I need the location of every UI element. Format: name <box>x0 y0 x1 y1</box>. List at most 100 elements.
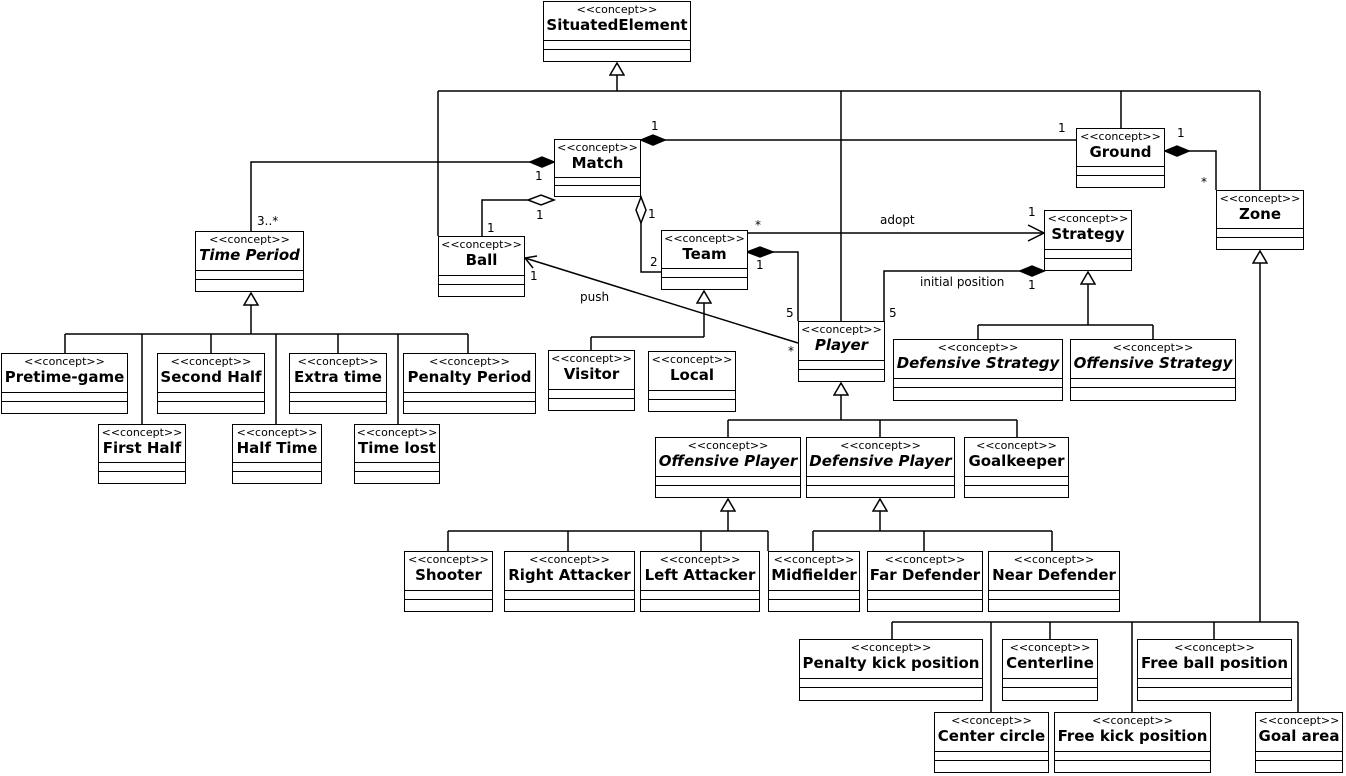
class-midfielder[interactable]: <<concept>> Midfielder <box>768 551 860 612</box>
class-goal-area[interactable]: <<concept>> Goal area <box>1255 712 1343 773</box>
class-stereotype: <<concept>> <box>1174 641 1255 654</box>
class-name: Free kick position <box>1057 727 1208 745</box>
class-zone[interactable]: <<concept>> Zone <box>1216 190 1304 250</box>
class-name: Right Attacker <box>508 566 631 584</box>
class-name: Shooter <box>415 566 482 584</box>
class-stereotype: <<concept>> <box>850 641 932 654</box>
class-name: Defensive Strategy <box>896 354 1060 372</box>
class-strategy[interactable]: <<concept>> Strategy <box>1044 210 1132 271</box>
class-name: Pretime-game <box>4 368 125 386</box>
class-stereotype: <<concept>> <box>1013 553 1095 566</box>
class-situated-element[interactable]: <<concept>> SituatedElement <box>543 1 691 62</box>
class-name: Penalty kick position <box>802 654 980 672</box>
class-stereotype: <<concept>> <box>687 439 769 452</box>
class-stereotype: <<concept>> <box>529 553 610 566</box>
class-stereotype: <<concept>> <box>576 3 658 16</box>
class-far-defender[interactable]: <<concept>> Far Defender <box>867 551 983 612</box>
class-ground[interactable]: <<concept>> Ground <box>1076 128 1165 188</box>
class-name: Left Attacker <box>644 566 756 584</box>
generalization-player <box>727 383 1018 437</box>
class-center-circle[interactable]: <<concept>> Center circle <box>934 712 1049 773</box>
composition-diamond-strategy-player <box>1018 265 1046 277</box>
class-local[interactable]: <<concept>> Local <box>648 351 736 412</box>
label-push: push <box>580 290 610 304</box>
class-shooter[interactable]: <<concept>> Shooter <box>404 551 493 612</box>
class-defensive-strategy[interactable]: <<concept>> Defensive Strategy <box>893 339 1063 401</box>
class-free-ball-position[interactable]: <<concept>> Free ball position <box>1137 639 1292 701</box>
multiplicity-match-team-team-end: 2 <box>650 255 658 269</box>
class-time-lost[interactable]: <<concept>> Time lost <box>354 424 440 484</box>
class-first-half[interactable]: <<concept>> First Half <box>98 424 186 484</box>
class-stereotype: <<concept>> <box>664 232 745 245</box>
class-goalkeeper[interactable]: <<concept>> Goalkeeper <box>964 437 1069 498</box>
composition-diamond-match-ground <box>639 134 667 146</box>
class-stereotype: <<concept>> <box>297 355 379 368</box>
class-half-time[interactable]: <<concept>> Half Time <box>232 424 322 484</box>
class-offensive-player[interactable]: <<concept>> Offensive Player <box>655 437 801 498</box>
multiplicity-match-timeperiod-match-end: 1 <box>535 169 543 183</box>
class-stereotype: <<concept>> <box>24 355 105 368</box>
multiplicity-ball-player-ball-end: 1 <box>530 269 538 283</box>
class-name: Defensive Player <box>809 452 952 470</box>
multiplicity-match-ball-ball-end: 1 <box>487 221 495 235</box>
class-stereotype: <<concept>> <box>408 553 489 566</box>
class-stereotype: <<concept>> <box>441 238 522 251</box>
class-stereotype: <<concept>> <box>1092 714 1173 727</box>
class-stereotype: <<concept>> <box>1112 341 1194 354</box>
composition-diamond-team-player <box>744 246 776 258</box>
class-stereotype: <<concept>> <box>840 439 921 452</box>
class-name: Player <box>814 336 869 354</box>
generalization-situated-element <box>437 63 1261 321</box>
class-extra-time[interactable]: <<concept>> Extra time <box>289 353 387 414</box>
association-match-time-period <box>250 161 554 231</box>
class-penalty-kick-position[interactable]: <<concept>> Penalty kick position <box>799 639 983 701</box>
class-ball[interactable]: <<concept>> Ball <box>438 236 525 297</box>
class-left-attacker[interactable]: <<concept>> Left Attacker <box>640 551 760 612</box>
class-stereotype: <<concept>> <box>429 355 510 368</box>
class-name: Goal area <box>1258 727 1340 745</box>
class-name: Penalty Period <box>407 368 532 386</box>
class-stereotype: <<concept>> <box>557 141 638 154</box>
class-stereotype: <<concept>> <box>976 439 1057 452</box>
class-stereotype: <<concept>> <box>209 233 290 246</box>
class-pretime-game[interactable]: <<concept>> Pretime-game <box>1 353 128 414</box>
class-stereotype: <<concept>> <box>1009 641 1091 654</box>
generalization-strategy <box>977 272 1154 339</box>
class-player[interactable]: <<concept>> Player <box>798 321 885 382</box>
class-stereotype: <<concept>> <box>551 352 632 365</box>
class-free-kick-position[interactable]: <<concept>> Free kick position <box>1054 712 1211 773</box>
class-centerline[interactable]: <<concept>> Centerline <box>1002 639 1098 701</box>
class-match[interactable]: <<concept>> Match <box>554 139 641 197</box>
multiplicity-ball-player-player-end: * <box>788 344 794 358</box>
class-name: Near Defender <box>992 566 1116 584</box>
class-name: Center circle <box>937 727 1046 745</box>
class-stereotype: <<concept>> <box>651 353 733 366</box>
class-name: SituatedElement <box>546 16 688 34</box>
class-stereotype: <<concept>> <box>1219 192 1301 205</box>
composition-diamond-match-time-period <box>528 156 556 168</box>
class-name: Goalkeeper <box>968 452 1065 470</box>
class-second-half[interactable]: <<concept>> Second Half <box>157 353 265 414</box>
class-near-defender[interactable]: <<concept>> Near Defender <box>988 551 1120 612</box>
class-name: Offensive Player <box>658 452 798 470</box>
class-team[interactable]: <<concept>> Team <box>661 230 748 290</box>
class-name: Strategy <box>1051 225 1125 243</box>
class-name: Centerline <box>1006 654 1094 672</box>
class-time-period[interactable]: <<concept>> Time Period <box>195 231 304 292</box>
association-team-strategy <box>747 224 1046 242</box>
class-name: Zone <box>1238 205 1282 223</box>
class-visitor[interactable]: <<concept>> Visitor <box>548 350 635 411</box>
class-right-attacker[interactable]: <<concept>> Right Attacker <box>504 551 635 612</box>
class-penalty-period[interactable]: <<concept>> Penalty Period <box>403 353 536 414</box>
class-name: Midfielder <box>771 566 857 584</box>
multiplicity-strategy-player-strategy-end: 1 <box>1028 278 1036 292</box>
class-defensive-player[interactable]: <<concept>> Defensive Player <box>806 437 955 498</box>
class-name: Extra time <box>294 368 382 386</box>
class-name: Free ball position <box>1140 654 1289 672</box>
class-stereotype: <<concept>> <box>1258 714 1340 727</box>
class-offensive-strategy[interactable]: <<concept>> Offensive Strategy <box>1070 339 1236 401</box>
class-stereotype: <<concept>> <box>937 341 1019 354</box>
class-stereotype: <<concept>> <box>801 323 882 336</box>
class-name: First Half <box>102 439 182 457</box>
association-strategy-player <box>883 270 1044 321</box>
